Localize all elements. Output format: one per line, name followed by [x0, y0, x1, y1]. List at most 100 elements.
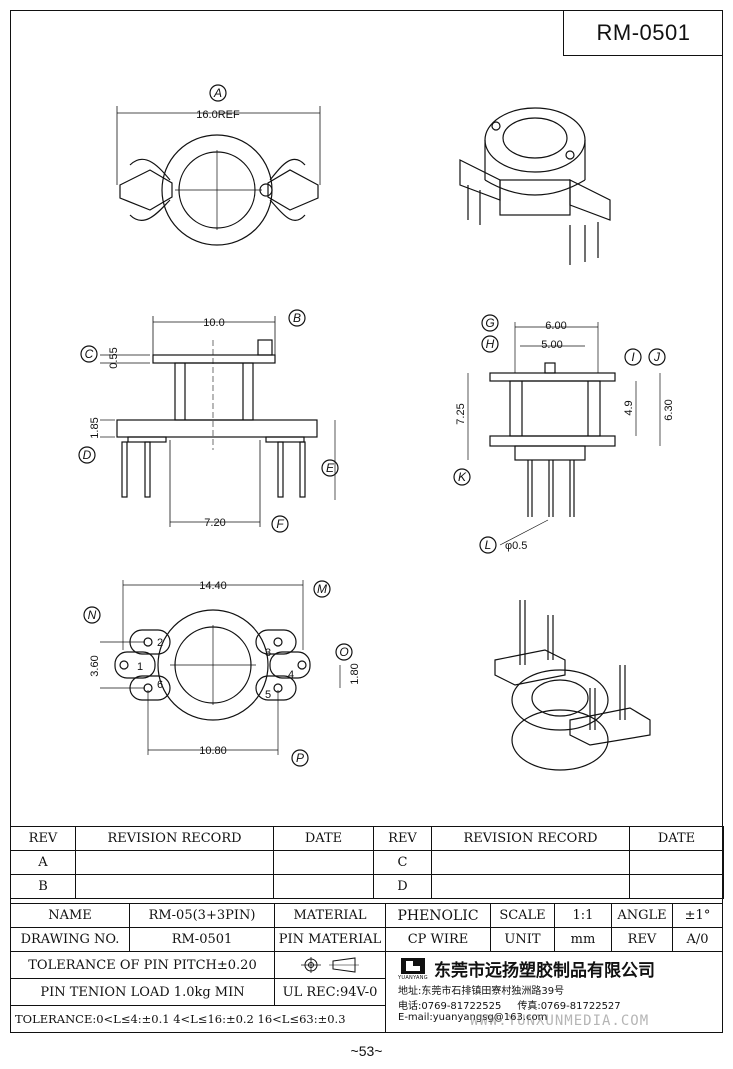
- company-phone: 电话:0769-81722525: [398, 1001, 502, 1012]
- dim-bottom-width: 14.40: [199, 580, 227, 592]
- svg-text:C: C: [85, 347, 94, 361]
- header-revision-record: REVISION RECORD: [75, 826, 274, 851]
- name-value: RM-05(3+3PIN): [129, 903, 275, 928]
- logo-text: YUANYANG: [398, 974, 428, 981]
- callout-b: B: [288, 309, 306, 327]
- callouts: A B C D E F G H I J K L M N O P: [78, 84, 666, 767]
- svg-text:G: G: [485, 316, 494, 330]
- company-email: E-mail:yuanyangsg@163.com: [398, 1012, 548, 1023]
- header-date: DATE: [273, 826, 374, 851]
- pin-material-label: PIN MATERIAL: [274, 927, 386, 952]
- isometric-bottom-view: [494, 600, 651, 771]
- rev-value: A/0: [672, 927, 723, 952]
- svg-text:O: O: [339, 645, 348, 659]
- projection-icon: [301, 957, 359, 973]
- record-cell: [431, 874, 630, 899]
- callout-g: G: [481, 314, 499, 332]
- material-value: PHENOLIC: [385, 903, 491, 928]
- dim-height: 7.25: [455, 403, 467, 424]
- pin-number-1: 1: [137, 661, 143, 673]
- callout-n: N: [83, 606, 101, 624]
- company-header: YUANYANG 东莞市远扬塑胶制品有限公司: [398, 956, 655, 981]
- date-cell: [273, 850, 374, 875]
- svg-text:A: A: [213, 86, 222, 100]
- svg-text:H: H: [486, 337, 495, 351]
- svg-text:F: F: [276, 517, 284, 531]
- scale-value: 1:1: [554, 903, 612, 928]
- header-rev-2: REV: [373, 826, 432, 851]
- rev-cell: C: [373, 850, 432, 875]
- side-view-front: 10.0 7.20 0.55 1.85: [89, 316, 336, 529]
- rev-cell: B: [10, 874, 76, 899]
- svg-text:L: L: [485, 538, 492, 552]
- company-fax: 传真:0769-81722527: [517, 1001, 621, 1012]
- name-label: NAME: [10, 903, 130, 928]
- pin-number-4: 4: [288, 669, 294, 681]
- pin-number-5: 5: [265, 689, 271, 701]
- title-block: NAME RM-05(3+3PIN) MATERIAL PHENOLIC SCA…: [10, 903, 723, 1033]
- record-cell: [75, 874, 274, 899]
- date-cell: [629, 874, 724, 899]
- top-view: 16.0REF: [116, 106, 321, 246]
- tolerance-line: TOLERANCE:0<L≤4:±0.1 4<L≤16:±0.2 16<L≤63…: [10, 1005, 386, 1033]
- dim-flange-width: 10.0: [203, 317, 224, 329]
- svg-text:K: K: [458, 470, 467, 484]
- drawing-no-value: RM-0501: [129, 927, 275, 952]
- callout-a: A: [209, 84, 227, 102]
- callout-j: J: [648, 348, 666, 366]
- angle-label: ANGLE: [611, 903, 673, 928]
- dim-pin-offset: 1.80: [349, 663, 361, 684]
- drawing-title: RM-0501: [563, 10, 723, 56]
- isometric-top-view: [459, 107, 611, 265]
- callout-i: I: [624, 348, 642, 366]
- svg-text:J: J: [653, 350, 661, 364]
- material-label: MATERIAL: [274, 903, 386, 928]
- pin-number-2: 2: [157, 637, 163, 649]
- scale-label: SCALE: [490, 903, 555, 928]
- side-view-right: 6.00 5.00 7.25 4.9 6.30 φ0.5: [455, 320, 675, 552]
- company-block: YUANYANG 东莞市远扬塑胶制品有限公司 地址:东莞市石排镇田寮村独洲路39…: [385, 951, 723, 1033]
- callout-e: E: [321, 459, 339, 477]
- callout-h: H: [481, 335, 499, 353]
- angle-value: ±1°: [672, 903, 723, 928]
- header-date-2: DATE: [629, 826, 724, 851]
- technical-drawing: 16.0REF 10.0: [78, 84, 675, 771]
- drawing-no-label: DRAWING NO.: [10, 927, 130, 952]
- pin-number-6: 6: [157, 679, 163, 691]
- header-revision-record-2: REVISION RECORD: [431, 826, 630, 851]
- dim-overall-height: 6.30: [663, 399, 675, 420]
- callout-m: M: [313, 580, 331, 598]
- page-number: ~53~: [350, 1043, 383, 1059]
- dim-top-flange-thk: 0.55: [108, 347, 120, 368]
- table-row: A C: [10, 850, 724, 875]
- table-row: B D: [10, 874, 724, 899]
- watermark: WWW.YUNXUNMEDIA.COM: [470, 1013, 650, 1029]
- pin-tension: PIN TENION LOAD 1.0kg MIN: [10, 978, 275, 1006]
- rev-label: REV: [611, 927, 673, 952]
- dim-side-inner: 5.00: [541, 339, 562, 351]
- callout-f: F: [271, 515, 289, 533]
- record-cell: [431, 850, 630, 875]
- unit-value: mm: [554, 927, 612, 952]
- rev-cell: A: [10, 850, 76, 875]
- svg-text:D: D: [83, 448, 92, 462]
- company-logo: YUANYANG: [398, 957, 428, 981]
- pin-material-value: CP WIRE: [385, 927, 491, 952]
- rev-cell: D: [373, 874, 432, 899]
- company-contact: 电话:0769-81722525 传真:0769-81722527: [398, 997, 621, 1012]
- projection-symbol: [274, 951, 386, 979]
- date-cell: [629, 850, 724, 875]
- dim-side-outer: 6.00: [545, 320, 566, 332]
- pin-number-3: 3: [265, 647, 271, 659]
- callout-d: D: [78, 446, 96, 464]
- dim-pin-row-pitch: 3.60: [89, 655, 101, 676]
- dim-bottom-inner: 10.80: [199, 745, 227, 757]
- dim-pin-dia: φ0.5: [505, 540, 527, 552]
- callout-l: L: [479, 536, 497, 554]
- header-rev: REV: [10, 826, 76, 851]
- unit-label: UNIT: [490, 927, 555, 952]
- date-cell: [273, 874, 374, 899]
- callout-p: P: [291, 749, 309, 767]
- dim-base-thk: 1.85: [89, 417, 101, 438]
- svg-text:I: I: [631, 350, 635, 364]
